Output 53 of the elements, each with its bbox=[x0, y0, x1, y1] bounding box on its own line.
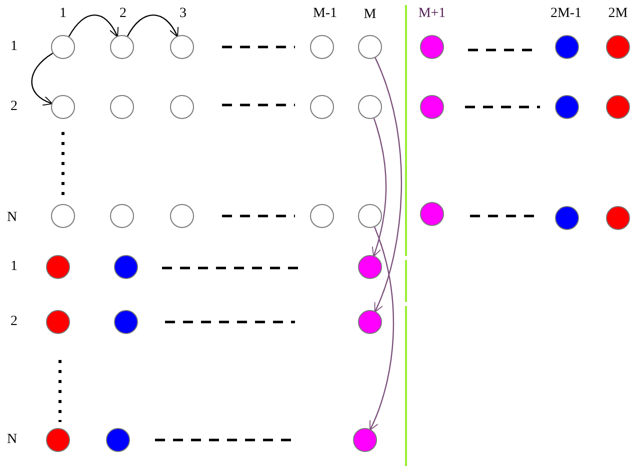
circle bbox=[170, 35, 194, 59]
circle bbox=[46, 428, 70, 452]
circle bbox=[420, 202, 444, 226]
circle bbox=[170, 204, 194, 228]
circle bbox=[106, 428, 130, 452]
arrow bbox=[68, 14, 118, 38]
circle bbox=[310, 35, 334, 59]
circle bbox=[46, 255, 70, 279]
column-label: 3 bbox=[180, 6, 186, 22]
circle bbox=[51, 95, 75, 119]
circle bbox=[555, 95, 579, 119]
row-label: 2 bbox=[10, 314, 18, 330]
circle bbox=[170, 95, 194, 119]
circle bbox=[606, 95, 630, 119]
circle bbox=[420, 95, 444, 119]
circle bbox=[420, 35, 444, 59]
circle bbox=[110, 204, 134, 228]
column-label: 2M-1 bbox=[550, 6, 582, 22]
circle bbox=[358, 35, 382, 59]
circle bbox=[353, 428, 377, 452]
circle bbox=[358, 310, 382, 334]
row-label: N bbox=[6, 432, 18, 448]
column-label: 2 bbox=[120, 6, 126, 22]
row-label: N bbox=[6, 210, 18, 226]
arrow bbox=[126, 14, 178, 38]
circle bbox=[46, 310, 70, 334]
circle bbox=[606, 206, 630, 230]
circle bbox=[358, 204, 382, 228]
circle bbox=[555, 35, 579, 59]
row-label: 1 bbox=[10, 39, 18, 55]
circle bbox=[555, 206, 579, 230]
column-label: M+1 bbox=[418, 6, 446, 22]
arrow bbox=[374, 58, 402, 312]
circle bbox=[110, 35, 134, 59]
circle bbox=[310, 204, 334, 228]
row-label: 2 bbox=[10, 99, 18, 115]
arrow bbox=[372, 118, 387, 257]
circle bbox=[110, 95, 134, 119]
arrow bbox=[31, 52, 54, 106]
row-label: 1 bbox=[10, 259, 18, 275]
column-label: M bbox=[364, 7, 376, 23]
column-label: 2M bbox=[608, 6, 628, 22]
circle bbox=[51, 204, 75, 228]
circle bbox=[114, 310, 138, 334]
circle bbox=[358, 95, 382, 119]
circle bbox=[310, 95, 334, 119]
circle bbox=[51, 35, 75, 59]
circle bbox=[358, 255, 382, 279]
circle bbox=[606, 35, 630, 59]
column-label: 1 bbox=[60, 6, 66, 22]
arrow bbox=[369, 226, 394, 431]
column-label: M-1 bbox=[312, 6, 338, 22]
circle bbox=[114, 255, 138, 279]
